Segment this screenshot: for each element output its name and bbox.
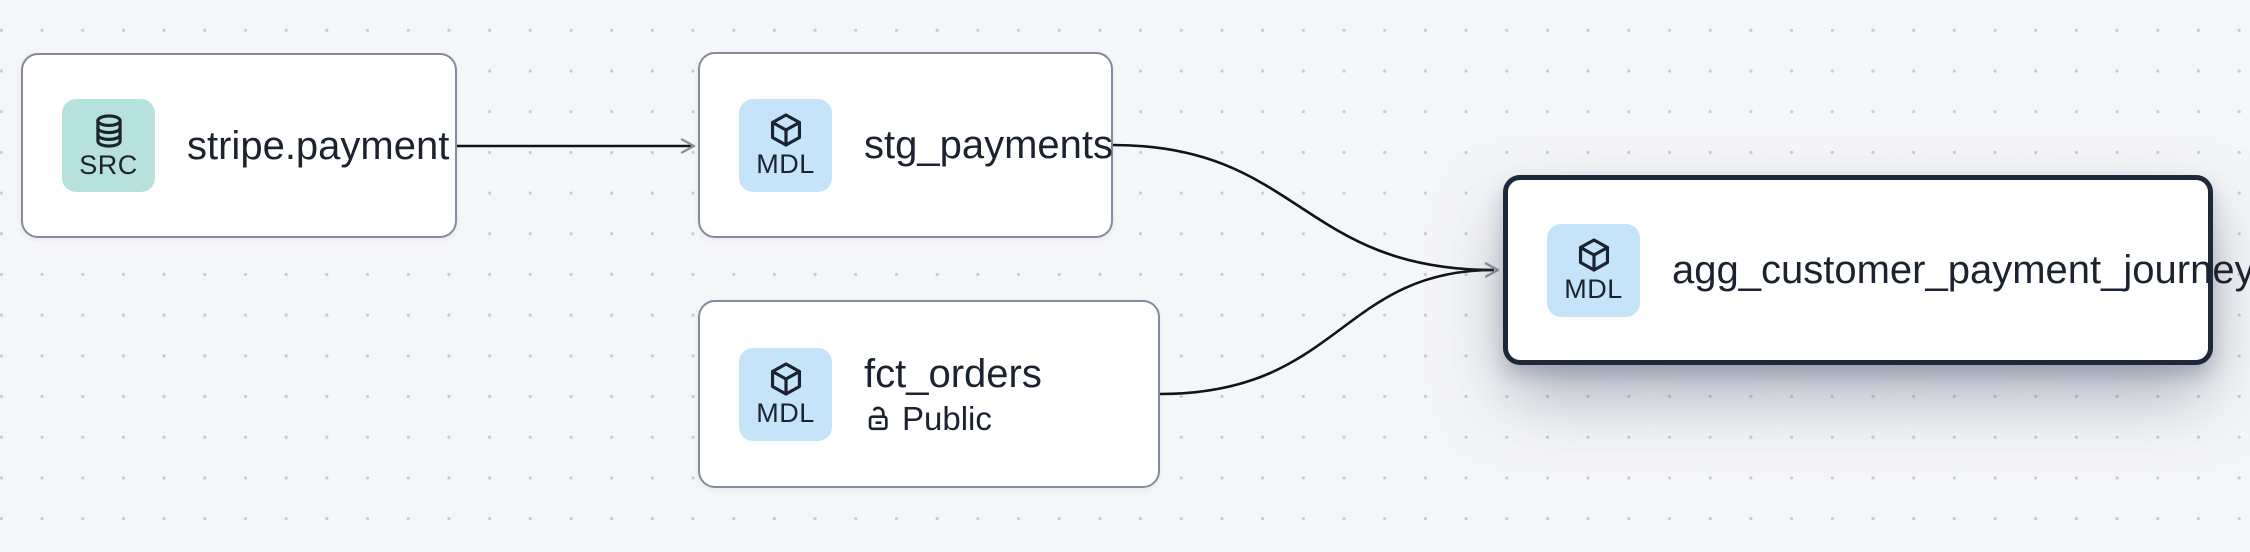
mdl-badge: MDL bbox=[739, 98, 832, 192]
arrowhead-icon bbox=[1484, 262, 1500, 278]
mdl-badge: MDL bbox=[739, 347, 832, 441]
edge-fct-orders-to-agg bbox=[1159, 268, 1495, 396]
cube-icon bbox=[767, 111, 805, 149]
cube-icon bbox=[767, 360, 805, 398]
node-agg-customer-payment-journey[interactable]: MDL agg_customer_payment_journey bbox=[1503, 175, 2250, 365]
badge-label: MDL bbox=[756, 398, 815, 428]
node-stg-payments[interactable]: MDL stg_payments bbox=[698, 52, 1113, 238]
mdl-badge: MDL bbox=[1547, 223, 1640, 317]
node-stripe-payment[interactable]: SRC stripe.payment bbox=[21, 53, 457, 238]
badge-label: MDL bbox=[756, 149, 815, 179]
src-badge: SRC bbox=[62, 99, 155, 192]
database-icon bbox=[90, 112, 128, 150]
cube-icon bbox=[1575, 236, 1613, 274]
edge-stg-payments-to-agg bbox=[1112, 143, 1495, 272]
node-label: fct_orders bbox=[864, 351, 1042, 396]
badge-label: MDL bbox=[1564, 274, 1623, 304]
access-row: Public bbox=[864, 399, 1042, 437]
node-label: agg_customer_payment_journey bbox=[1672, 248, 2250, 292]
lock-open-icon bbox=[864, 404, 893, 433]
badge-label: SRC bbox=[79, 149, 138, 180]
access-label: Public bbox=[902, 399, 992, 437]
node-label: stripe.payment bbox=[187, 123, 450, 168]
node-fct-orders[interactable]: MDL fct_orders Public bbox=[698, 300, 1160, 488]
node-label: stg_payments bbox=[864, 123, 1114, 167]
arrowhead-icon bbox=[680, 138, 696, 154]
